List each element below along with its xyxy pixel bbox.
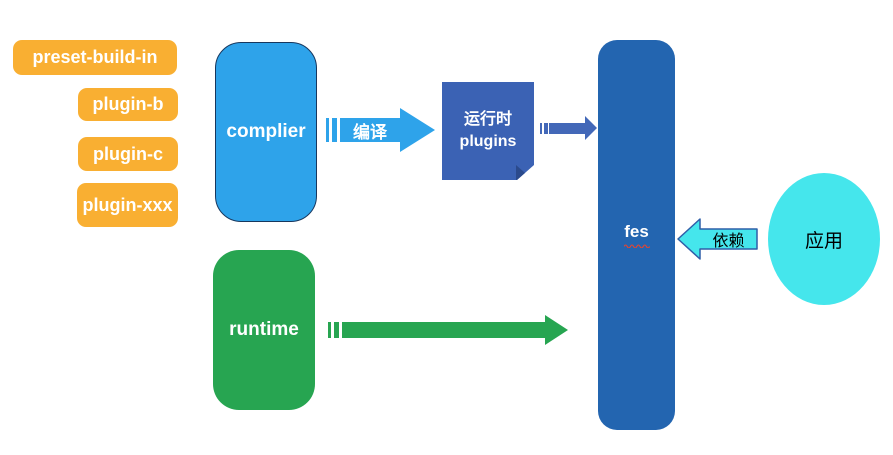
fes-label: fes <box>624 222 649 241</box>
preset-build-in-chip: preset-build-in <box>13 40 177 75</box>
striped-right-arrow-icon <box>540 116 597 140</box>
complier-box: complier <box>215 42 317 222</box>
spellcheck-squiggle-icon <box>623 244 650 248</box>
fes-box: fes <box>598 40 675 430</box>
plugin-xxx-label: plugin-xxx <box>82 194 173 215</box>
striped-right-arrow-icon <box>326 108 435 152</box>
plugin-c-label: plugin-c <box>93 143 163 164</box>
compile-arrow-label: 编译 <box>353 122 387 142</box>
runtime-plugins-line1: 运行时 <box>463 111 512 129</box>
preset-build-in-label: preset-build-in <box>32 47 158 68</box>
plugin-xxx-chip: plugin-xxx <box>77 183 178 227</box>
plugin-c-chip: plugin-c <box>78 137 178 171</box>
runtime-label: runtime <box>229 319 299 340</box>
app-label: 应用 <box>804 230 843 252</box>
complier-label: complier <box>226 121 306 142</box>
app-ellipse: 应用 <box>768 173 880 305</box>
folded-corner-icon <box>516 165 533 180</box>
plugin-b-label: plugin-b <box>92 94 164 115</box>
depend-arrow: 依赖 <box>677 218 759 260</box>
plugins-to-fes-arrow <box>540 113 598 143</box>
runtime-to-fes-arrow <box>328 314 569 346</box>
runtime-plugins-note: 运行时 plugins <box>442 82 534 180</box>
plugin-b-chip: plugin-b <box>78 88 178 121</box>
depend-arrow-label: 依赖 <box>712 233 745 250</box>
striped-right-arrow-icon <box>328 315 568 345</box>
runtime-plugins-line2: plugins <box>459 133 517 150</box>
left-arrow-icon <box>677 218 758 260</box>
compile-arrow: 编译 <box>326 107 436 153</box>
runtime-box: runtime <box>213 250 315 410</box>
